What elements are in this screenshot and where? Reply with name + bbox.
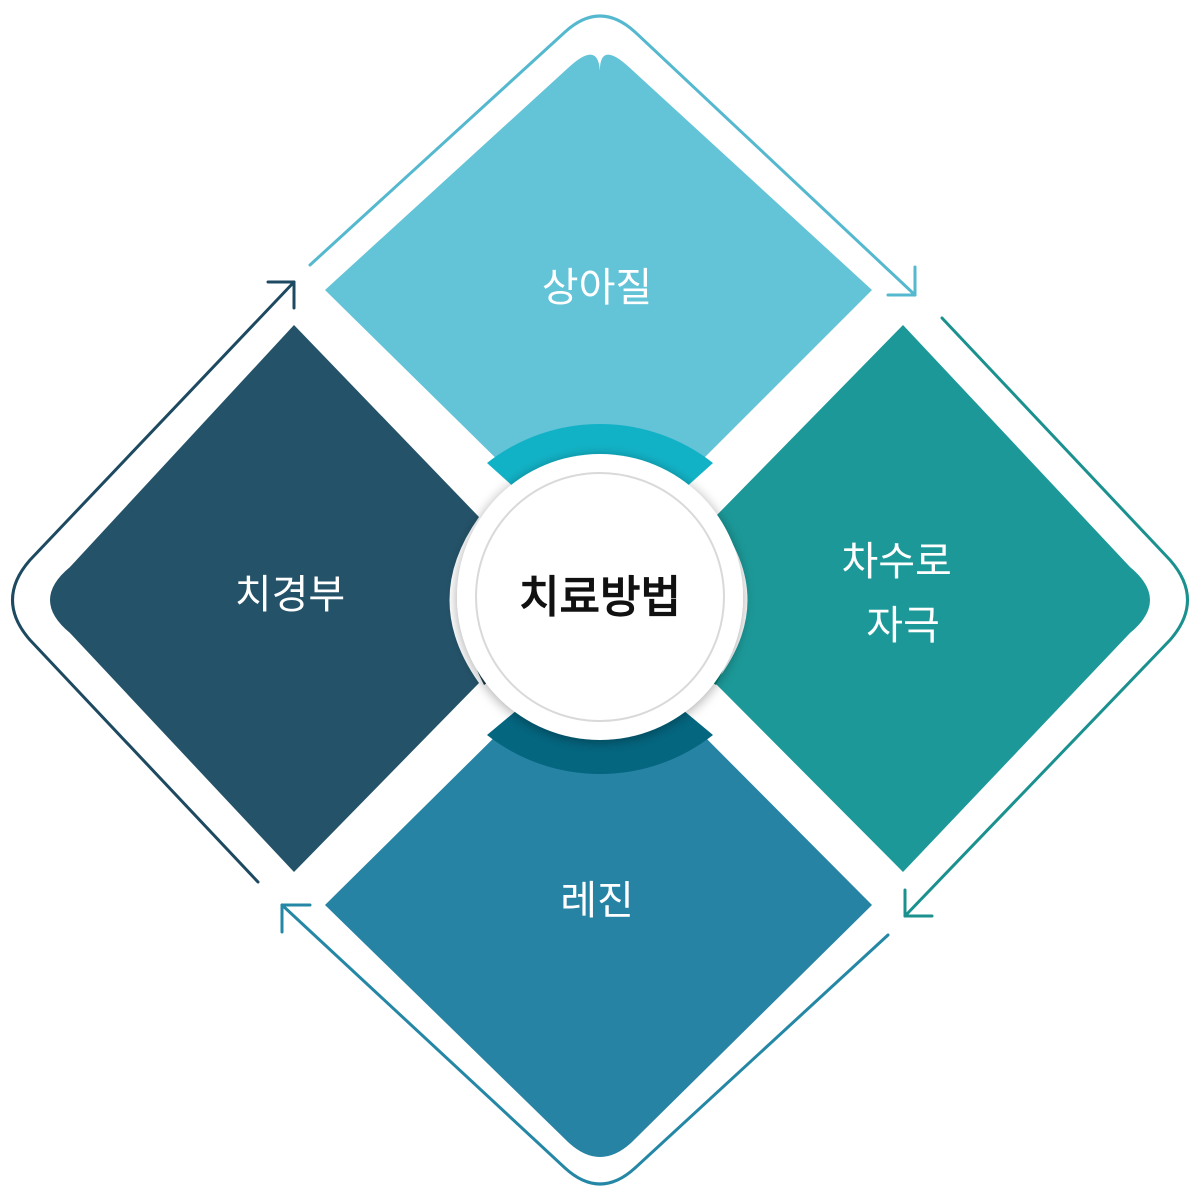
cycle-arrow-top-left	[11, 280, 296, 884]
cycle-arrow-bottom-left	[280, 903, 890, 1186]
quadrant-bottom-line-1: 레진	[560, 878, 634, 924]
quadrant-bottom	[325, 715, 872, 1157]
quadrant-bottom-label: 레진	[560, 878, 634, 924]
center-circle	[457, 454, 743, 740]
quadrant-top	[325, 54, 872, 479]
cycle-arrow-top-right	[308, 14, 917, 297]
quadrant-top-line-1: 상아질	[542, 265, 652, 311]
center-label: 치료방법	[519, 572, 681, 623]
center-circle-inner-ring	[475, 472, 725, 722]
quadrant-top-label: 상아질	[542, 265, 652, 311]
quadrant-left-label: 치경부	[235, 572, 345, 618]
quadrant-right-line-1: 차수로	[841, 539, 951, 585]
quadrant-left	[50, 325, 479, 872]
quadrant-right-label: 차수로 자극	[841, 539, 964, 649]
quadrant-left-line-1: 치경부	[235, 572, 345, 618]
quadrant-right-line-2: 자극	[866, 603, 940, 649]
quadrant-right	[715, 325, 1150, 872]
cycle-arrow-bottom-right	[903, 316, 1189, 918]
